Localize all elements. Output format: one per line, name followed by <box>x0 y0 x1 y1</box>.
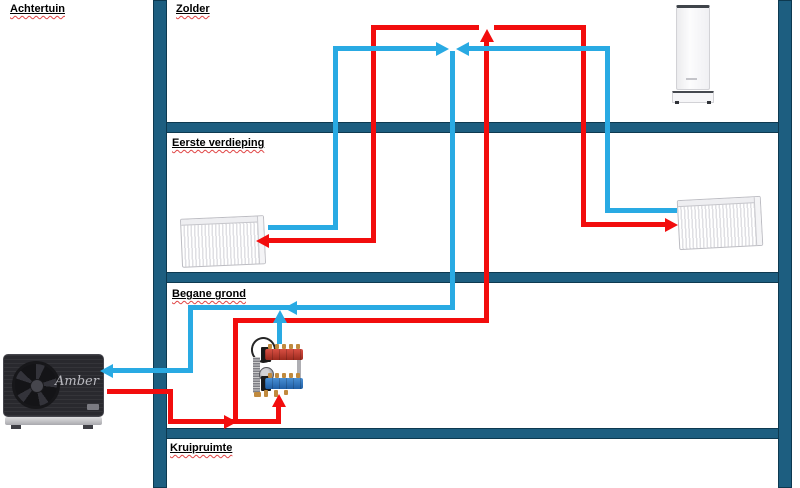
room-label-text: Zolder <box>176 3 210 15</box>
room-label-text: Begane grond <box>172 288 246 300</box>
radiator-top-grille <box>181 216 264 226</box>
manifold-supply-bar <box>265 349 303 360</box>
manifold-brass-cap <box>275 344 279 349</box>
supply-pipe-segment <box>267 238 376 243</box>
radiator-top-grille <box>677 196 761 208</box>
room-label-achtertuin: Achtertuin <box>10 3 65 16</box>
manifold-return-bar <box>265 378 303 389</box>
wall-right <box>778 0 792 488</box>
supply-pipe-segment <box>494 25 586 30</box>
manifold-brass-cap <box>282 373 286 378</box>
supply-flow-arrow <box>224 415 237 429</box>
return-flow-arrow <box>436 42 449 56</box>
return-flow-arrow <box>273 310 287 323</box>
heat-pump-brand-label: Amber <box>55 374 99 389</box>
manifold-end-pipe <box>297 356 301 386</box>
heat-pump-foot <box>83 425 93 429</box>
supply-pipe-segment <box>168 389 173 424</box>
floor-ground <box>166 428 779 439</box>
heat-pump-display <box>87 404 99 410</box>
manifold-brass-cap <box>289 344 293 349</box>
floor-attic <box>166 122 779 133</box>
room-label-text: Kruipruimte <box>170 442 233 454</box>
radiator-left <box>179 215 267 268</box>
supply-flow-arrow <box>665 218 678 232</box>
supply-pipe-segment <box>581 25 586 227</box>
supply-flow-arrow <box>480 29 494 42</box>
supply-flow-arrow <box>272 394 286 407</box>
indoor-unit-base <box>672 91 714 103</box>
floor-first <box>166 272 779 283</box>
return-pipe-segment <box>333 46 436 51</box>
manifold-brass-cap <box>268 344 272 349</box>
manifold-brass-valve <box>274 390 278 397</box>
return-flow-arrow <box>100 364 113 378</box>
room-label-zolder: Zolder <box>176 3 210 16</box>
supply-pipe-segment <box>581 222 666 227</box>
supply-flow-arrow <box>256 234 269 248</box>
return-pipe-segment <box>333 46 338 230</box>
return-flow-arrow <box>284 301 297 315</box>
manifold-brass-cap <box>289 373 293 378</box>
room-label-text: Achtertuin <box>10 3 65 15</box>
heat-pump-base <box>5 417 102 425</box>
return-riser-pipe <box>450 51 455 310</box>
supply-pipe-segment <box>233 318 489 323</box>
heat-pump-outdoor-unit: Amber <box>3 354 104 430</box>
indoor-unit-attic <box>672 5 714 105</box>
indoor-unit-body <box>676 5 710 90</box>
room-label-begane-grond: Begane grond <box>172 288 246 301</box>
return-pipe-segment <box>605 208 677 213</box>
supply-riser-pipe <box>484 36 489 323</box>
return-pipe-segment <box>277 320 282 344</box>
heat-pump-foot <box>11 425 21 429</box>
manifold-brass-cap <box>275 373 279 378</box>
return-pipe-segment <box>469 46 610 51</box>
indoor-unit-foot <box>707 101 711 104</box>
return-pipe-segment <box>268 225 338 230</box>
return-pipe-segment <box>188 305 193 373</box>
room-label-kruipruimte: Kruipruimte <box>170 442 232 455</box>
indoor-unit-foot <box>675 101 679 104</box>
manifold-brass-valve <box>254 392 261 397</box>
manifold-brass-cap <box>296 373 300 378</box>
manifold-brass-valve <box>264 390 268 397</box>
radiator-right <box>676 195 764 251</box>
return-pipe-segment <box>605 46 610 213</box>
return-pipe-segment <box>188 305 455 310</box>
fan-hub-icon <box>30 379 44 393</box>
return-flow-arrow <box>456 42 469 56</box>
manifold-finned-element <box>253 357 260 393</box>
room-label-eerste-verdieping: Eerste verdieping <box>172 137 264 150</box>
supply-pipe-segment <box>107 389 173 394</box>
supply-pipe-segment <box>371 25 479 30</box>
room-label-text: Eerste verdieping <box>172 137 265 149</box>
indoor-unit-logo <box>686 78 697 80</box>
manifold-brass-valve <box>284 390 288 395</box>
supply-pipe-segment <box>276 402 281 424</box>
manifold-brass-cap <box>296 344 300 349</box>
supply-pipe-segment <box>371 25 376 243</box>
wall-left <box>153 0 167 488</box>
radiator-end-panel <box>753 196 763 246</box>
supply-pipe-segment <box>233 318 238 424</box>
floor-heating-manifold <box>248 334 308 398</box>
manifold-brass-cap <box>282 344 286 349</box>
manifold-brass-cap <box>268 373 272 378</box>
return-pipe-segment <box>113 368 193 373</box>
